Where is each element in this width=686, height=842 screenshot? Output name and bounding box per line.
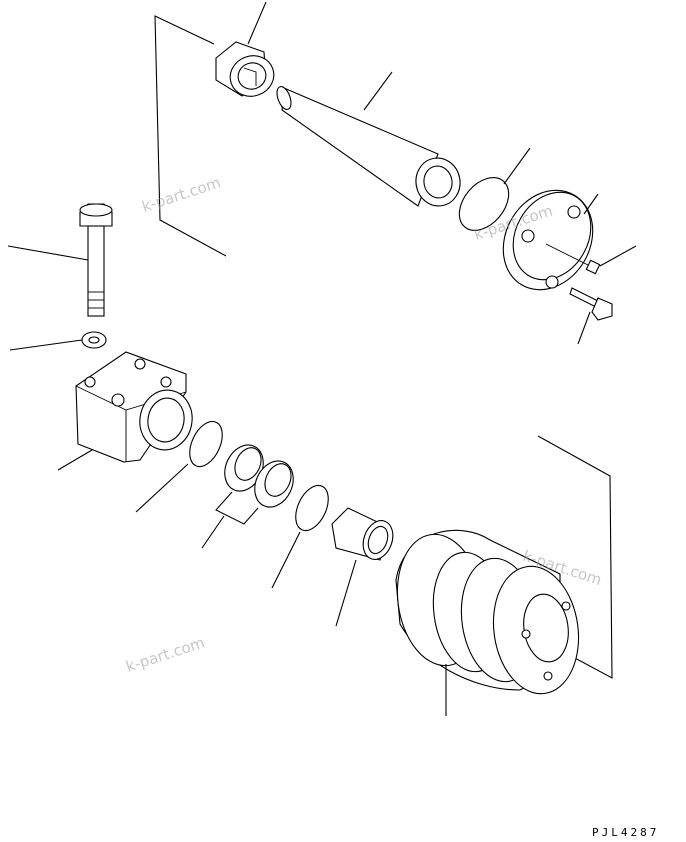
leader-line-shaft	[363, 71, 393, 111]
leader-line-bracket	[57, 449, 93, 471]
small-screw-part	[545, 243, 601, 275]
group-bracket-lower	[537, 435, 613, 679]
roller-part	[395, 529, 580, 695]
o-ring-left-part	[189, 420, 223, 468]
leader-line-seal-pair	[215, 491, 259, 525]
support-bracket-part	[75, 351, 193, 463]
washer-part	[81, 331, 107, 349]
long-bolt-part	[79, 203, 113, 317]
leader-line-o-ring-upper	[503, 147, 531, 185]
leader-line-seal-pair-tail	[201, 515, 225, 549]
leader-line-long-bolt	[7, 245, 89, 261]
o-ring-right-part	[295, 484, 329, 532]
leader-line-washer	[9, 339, 83, 351]
flanged-bushing-part	[215, 41, 275, 97]
group-bracket-upper	[154, 15, 227, 257]
shaft-part	[276, 85, 461, 207]
o-ring-upper-part	[458, 177, 510, 231]
leader-line-sleeve	[335, 559, 357, 627]
leader-line-o-ring-right	[271, 531, 301, 589]
leader-line-end-cover	[583, 193, 599, 215]
leader-line-o-ring-left	[135, 463, 189, 513]
leader-line-screw	[599, 245, 637, 267]
drawing-code: PJL4287	[592, 826, 659, 839]
cover-bolt-part	[569, 287, 613, 321]
watermark-1: k-part.com	[140, 173, 223, 215]
leader-line-bushing	[247, 1, 267, 45]
sleeve-bushing-part	[331, 507, 394, 561]
end-cover-part	[502, 189, 594, 291]
floating-seal-pair-part	[224, 444, 294, 508]
watermark-4: k-part.com	[124, 633, 207, 675]
leader-line-cover-bolt	[577, 311, 591, 345]
